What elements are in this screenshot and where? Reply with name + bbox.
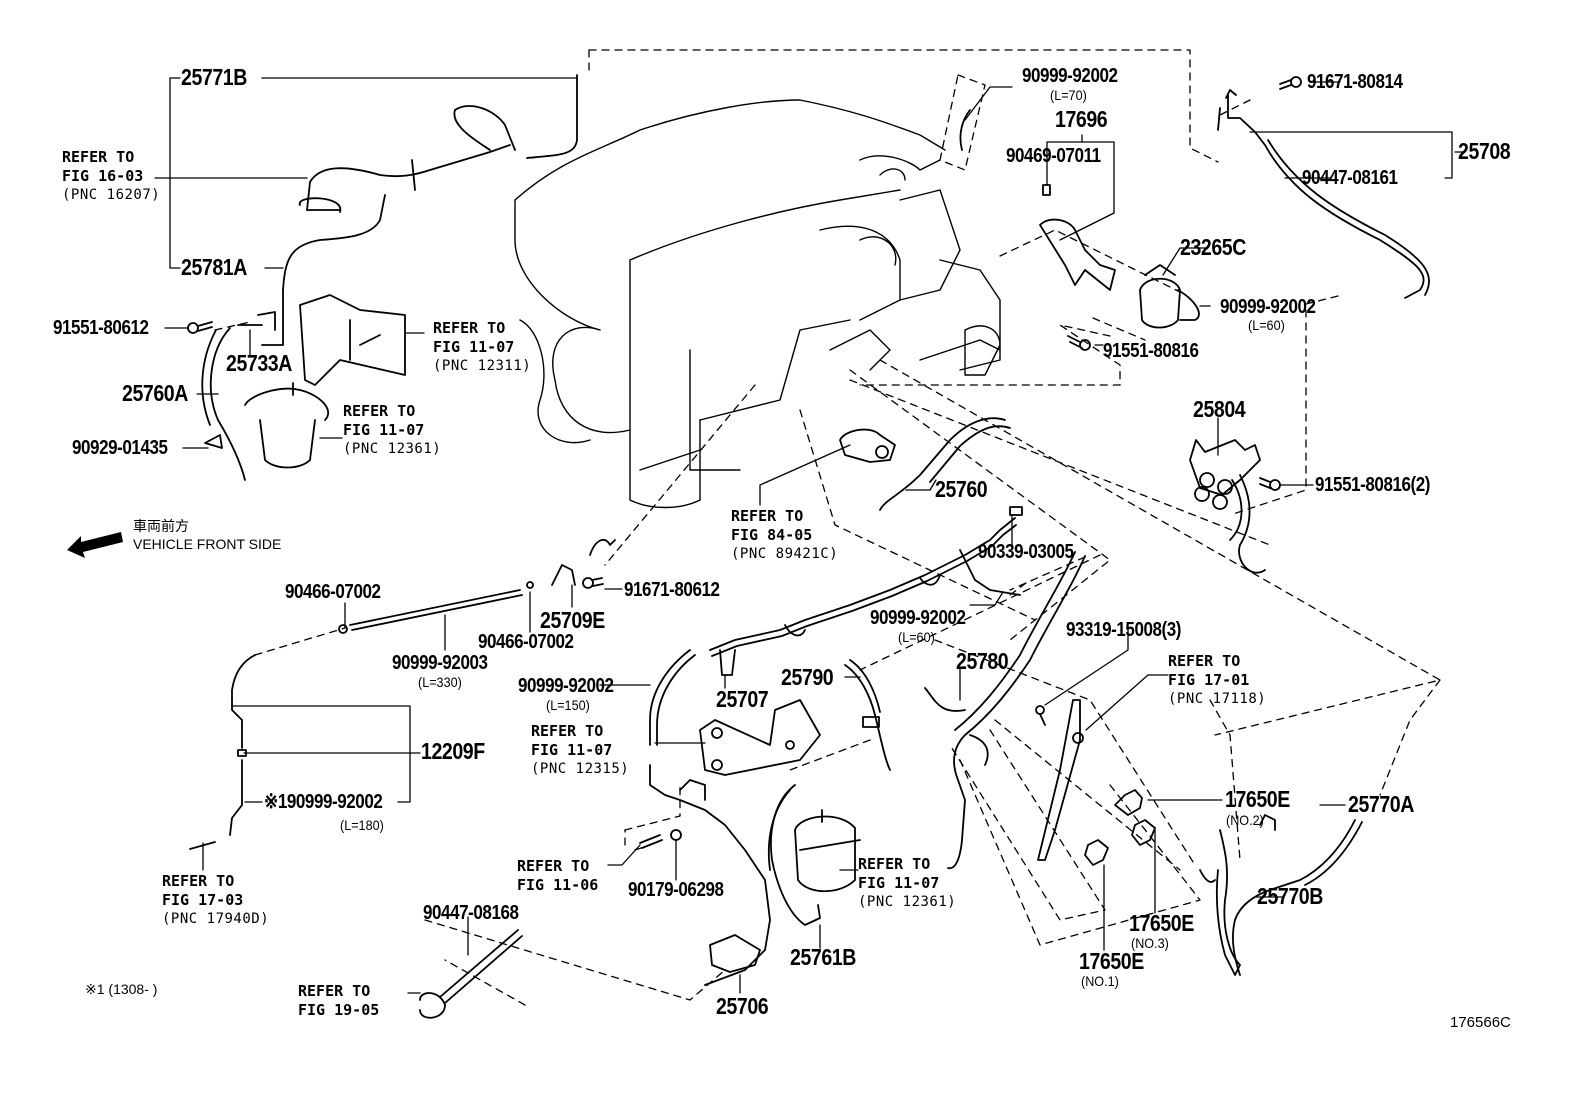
arrow-left-icon bbox=[67, 532, 123, 558]
part-label-90179-06298[interactable]: 90179-06298 bbox=[628, 879, 724, 901]
part-length-l180: (L=180) bbox=[340, 817, 384, 833]
reference-fig-19-05[interactable]: REFER TO FIG 19-05 bbox=[298, 982, 379, 1020]
part-label-91551-80612[interactable]: 91551-80612 bbox=[53, 317, 149, 339]
reference-fig-17-01[interactable]: REFER TO FIG 17-01 (PNC 17118) bbox=[1168, 652, 1266, 709]
part-label-90447-08168[interactable]: 90447-08168 bbox=[423, 902, 519, 924]
part-label-90339-03005[interactable]: 90339-03005 bbox=[978, 541, 1074, 563]
part-length-l70: (L=70) bbox=[1050, 87, 1087, 103]
part-label-12209F[interactable]: 12209F bbox=[421, 738, 485, 764]
part-label-25706[interactable]: 25706 bbox=[716, 993, 769, 1019]
ref-line1: REFER TO bbox=[1168, 652, 1241, 670]
part-sub-no2: (NO.2) bbox=[1226, 812, 1264, 828]
ref-line2: FIG 11-07 bbox=[433, 338, 515, 356]
part-label-90929-01435[interactable]: 90929-01435 bbox=[72, 437, 168, 459]
ref-pnc: (PNC 12315) bbox=[531, 761, 630, 777]
part-label-25770B[interactable]: 25770B bbox=[1257, 883, 1323, 909]
ref-line1: REFER TO bbox=[62, 148, 135, 166]
part-label-91551-80816[interactable]: 91551-80816 bbox=[1103, 340, 1199, 362]
ref-line2: FIG 11-07 bbox=[531, 741, 613, 759]
part-label-25761B[interactable]: 25761B bbox=[790, 944, 856, 970]
ref-line1: REFER TO bbox=[858, 855, 931, 873]
part-label-91671-80814[interactable]: 91671-80814 bbox=[1307, 71, 1403, 93]
reference-fig-11-07-pnc-12315[interactable]: REFER TO FIG 11-07 (PNC 12315) bbox=[531, 722, 629, 779]
footnote: ※1 (1308- ) bbox=[85, 981, 158, 997]
reference-fig-11-07-pnc-12361-lower[interactable]: REFER TO FIG 11-07 (PNC 12361) bbox=[858, 855, 956, 912]
ref-line1: REFER TO bbox=[298, 982, 371, 1000]
ref-line1: REFER TO bbox=[517, 857, 590, 875]
ref-line2: FIG 84-05 bbox=[731, 526, 813, 544]
ref-line2: FIG 17-01 bbox=[1168, 671, 1250, 689]
part-label-17650E-no3[interactable]: 17650E bbox=[1129, 910, 1194, 936]
part-label-25790[interactable]: 25790 bbox=[781, 664, 834, 690]
part-label-25709E[interactable]: 25709E bbox=[540, 607, 605, 633]
part-label-90999-92002-l70[interactable]: 90999-92002 bbox=[1022, 65, 1118, 87]
part-label-25733A[interactable]: 25733A bbox=[226, 350, 292, 376]
part-label-93319-15008[interactable]: 93319-15008(3) bbox=[1066, 619, 1182, 641]
reference-fig-11-06[interactable]: REFER TO FIG 11-06 bbox=[517, 857, 598, 895]
ref-line2: FIG 17-03 bbox=[162, 891, 244, 909]
engine-outline bbox=[514, 99, 1001, 509]
ref-pnc: (PNC 89421C) bbox=[731, 546, 839, 562]
part-label-25707[interactable]: 25707 bbox=[716, 686, 769, 712]
part-length-l60-upper: (L=60) bbox=[1248, 317, 1285, 333]
part-label-90999-92002-l180[interactable]: ※190999-92002 bbox=[264, 791, 383, 813]
part-sub-no3: (NO.3) bbox=[1131, 935, 1169, 951]
part-label-90999-92002-l60-upper[interactable]: 90999-92002 bbox=[1220, 296, 1316, 318]
part-label-90999-92002-l150[interactable]: 90999-92002 bbox=[518, 675, 614, 697]
part-label-17650E-no1[interactable]: 17650E bbox=[1079, 948, 1144, 974]
dashed-guide-lines bbox=[214, 49, 1441, 1006]
part-label-23265C[interactable]: 23265C bbox=[1180, 234, 1246, 260]
ref-line1: REFER TO bbox=[343, 402, 416, 420]
ref-line1: REFER TO bbox=[162, 872, 235, 890]
part-label-90466-07002-left[interactable]: 90466-07002 bbox=[285, 581, 381, 603]
ref-line2: FIG 16-03 bbox=[62, 167, 144, 185]
ref-pnc: (PNC 17118) bbox=[1168, 691, 1267, 707]
leader-lines bbox=[154, 77, 1466, 994]
part-label-17696[interactable]: 17696 bbox=[1055, 106, 1108, 132]
vehicle-front-label: 車両前方 VEHICLE FRONT SIDE bbox=[133, 517, 281, 553]
ref-pnc: (PNC 12361) bbox=[858, 894, 957, 910]
part-length-l330: (L=330) bbox=[418, 674, 462, 690]
part-label-25771B[interactable]: 25771B bbox=[181, 64, 247, 90]
reference-fig-11-07-pnc-12361-upper[interactable]: REFER TO FIG 11-07 (PNC 12361) bbox=[343, 402, 441, 459]
part-sub-no1: (NO.1) bbox=[1081, 973, 1119, 989]
vehicle-front-label-jp: 車両前方 bbox=[133, 518, 189, 534]
part-label-25760[interactable]: 25760 bbox=[935, 476, 988, 502]
ref-pnc: (PNC 17940D) bbox=[162, 911, 270, 927]
ref-pnc: (PNC 12361) bbox=[343, 441, 442, 457]
part-label-90999-92002-l60-lower[interactable]: 90999-92002 bbox=[870, 607, 966, 629]
part-label-25780[interactable]: 25780 bbox=[956, 648, 1009, 674]
ref-line1: REFER TO bbox=[531, 722, 604, 740]
part-label-17650E-no2[interactable]: 17650E bbox=[1225, 786, 1290, 812]
ref-line2: FIG 11-06 bbox=[517, 876, 599, 894]
ref-line1: REFER TO bbox=[433, 319, 506, 337]
part-label-25760A[interactable]: 25760A bbox=[122, 380, 188, 406]
reference-fig-17-03[interactable]: REFER TO FIG 17-03 (PNC 17940D) bbox=[162, 872, 269, 929]
ref-pnc: (PNC 12311) bbox=[433, 358, 532, 374]
part-length-l150: (L=150) bbox=[546, 697, 590, 713]
reference-fig-84-05[interactable]: REFER TO FIG 84-05 (PNC 89421C) bbox=[731, 507, 838, 564]
part-label-90447-08161[interactable]: 90447-08161 bbox=[1302, 167, 1398, 189]
ref-line2: FIG 11-07 bbox=[858, 874, 940, 892]
vehicle-front-label-en: VEHICLE FRONT SIDE bbox=[133, 536, 282, 552]
part-label-25708[interactable]: 25708 bbox=[1458, 138, 1511, 164]
part-label-25781A[interactable]: 25781A bbox=[181, 254, 247, 280]
part-label-25804[interactable]: 25804 bbox=[1193, 396, 1246, 422]
reference-fig-16-03[interactable]: REFER TO FIG 16-03 (PNC 16207) bbox=[62, 148, 160, 205]
ref-line2: FIG 19-05 bbox=[298, 1001, 380, 1019]
ref-line1: REFER TO bbox=[731, 507, 804, 525]
part-length-l60-lower: (L=60) bbox=[898, 629, 935, 645]
part-label-90469-07011[interactable]: 90469-07011 bbox=[1006, 145, 1101, 167]
part-label-90999-92003[interactable]: 90999-92003 bbox=[392, 652, 488, 674]
part-label-91671-80612[interactable]: 91671-80612 bbox=[624, 579, 720, 601]
ref-line2: FIG 11-07 bbox=[343, 421, 425, 439]
figure-id: 176566C bbox=[1450, 1014, 1511, 1031]
part-label-25770A[interactable]: 25770A bbox=[1348, 791, 1414, 817]
ref-pnc: (PNC 16207) bbox=[62, 187, 161, 203]
part-label-90466-07002-right[interactable]: 90466-07002 bbox=[478, 631, 574, 653]
part-label-91551-80816-2[interactable]: 91551-80816(2) bbox=[1315, 474, 1431, 496]
reference-fig-11-07-pnc-12311[interactable]: REFER TO FIG 11-07 (PNC 12311) bbox=[433, 319, 531, 376]
